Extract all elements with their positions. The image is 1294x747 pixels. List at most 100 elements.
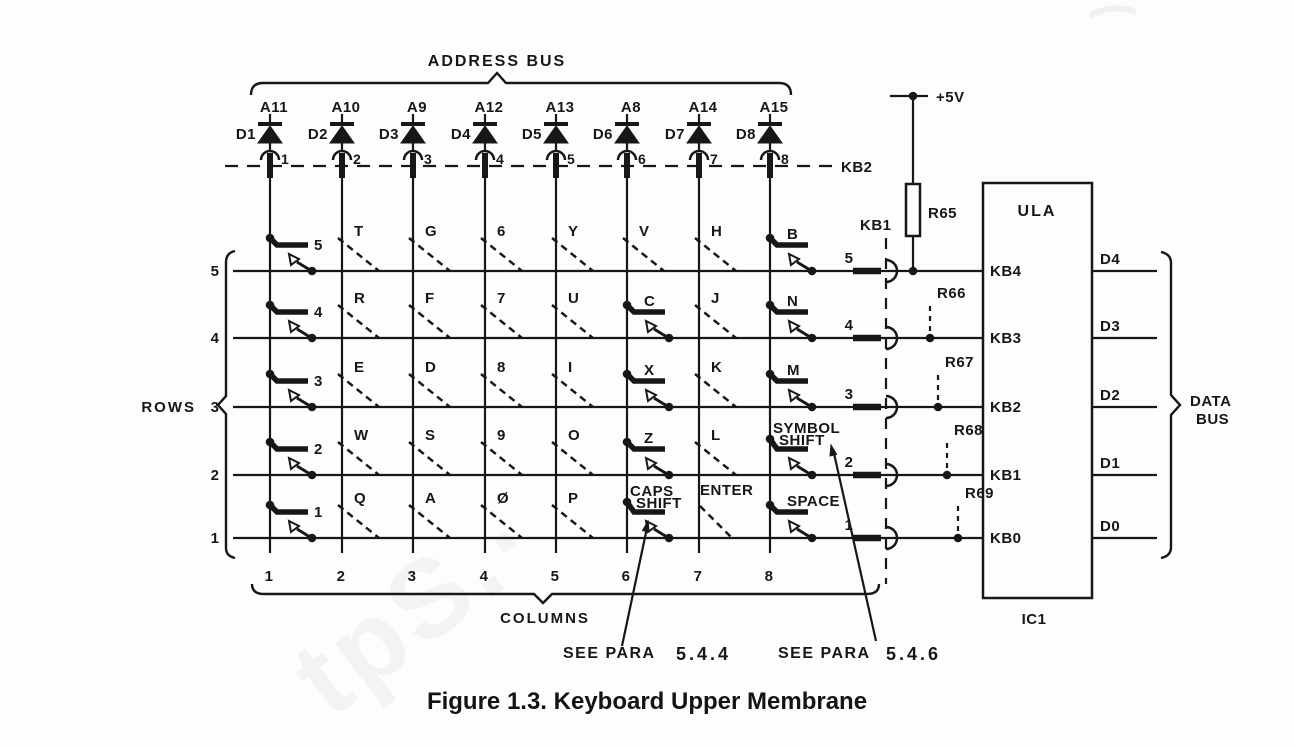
diode-D5 — [543, 125, 569, 144]
diode-D3 — [400, 125, 426, 144]
switch-contact-dot — [664, 333, 674, 343]
kb2-label: KB2 — [841, 159, 873, 176]
kb-line-junction — [925, 333, 935, 343]
key-label-Ø: Ø — [497, 490, 509, 507]
key-label-2: 2 — [314, 441, 323, 458]
switch-contact-dot — [664, 402, 674, 412]
key-label-E: E — [354, 359, 365, 376]
switch-wiper-3 — [287, 388, 301, 403]
key-switch-H — [694, 237, 737, 272]
key-label-6: 6 — [497, 223, 506, 240]
key-label-B: B — [787, 226, 798, 243]
connector-pin-3: 3 — [424, 151, 432, 167]
address-line-A15: A15 — [759, 99, 788, 116]
resistor-ref-R67: R67 — [945, 354, 974, 371]
address-line-A9: A9 — [407, 99, 427, 116]
membrane-connector-arc — [331, 149, 353, 161]
kb-line-junction — [942, 470, 952, 480]
key-label-W: W — [354, 427, 369, 444]
switch-wiper-X — [644, 388, 658, 403]
switch-wiper-arm — [653, 327, 668, 339]
column-number-8: 8 — [765, 568, 774, 585]
see-para-text: SEE PARA — [778, 645, 871, 662]
row-connector-number-1: 1 — [845, 517, 854, 534]
key-switch-bar-4 — [268, 303, 308, 315]
switch-contact-dot — [307, 266, 317, 276]
key-switch-S — [408, 441, 451, 476]
key-switch-F — [408, 304, 451, 339]
row-connector-arc — [885, 394, 899, 420]
key-label-8: 8 — [497, 359, 506, 376]
diode-D4 — [472, 125, 498, 144]
address-line-A13: A13 — [545, 99, 574, 116]
connector-pin-7: 7 — [710, 151, 718, 167]
switch-wiper-arm — [296, 260, 311, 272]
switch-wiper-arm — [796, 396, 811, 408]
switch-wiper-2 — [287, 456, 301, 471]
data-bus-brace — [1160, 250, 1182, 560]
address-line-A11: A11 — [260, 99, 288, 116]
switch-wiper-1 — [287, 519, 301, 534]
connector-pin-6: 6 — [638, 151, 646, 167]
switch-wiper-arm — [296, 327, 311, 339]
row-number-left-2: 2 — [211, 467, 220, 484]
switch-contact-dot — [807, 470, 817, 480]
key-label-H: H — [711, 223, 722, 240]
switch-wiper-arm — [653, 527, 668, 539]
key-label-P: P — [568, 490, 579, 507]
membrane-connector-arc — [402, 149, 424, 161]
diode-ref-D5: D5 — [522, 126, 542, 143]
key-label-4: 4 — [314, 304, 323, 321]
address-line-A14: A14 — [688, 99, 717, 116]
diode-ref-D8: D8 — [736, 126, 756, 143]
switch-wiper-arm — [296, 527, 311, 539]
diode-ref-D3: D3 — [379, 126, 399, 143]
key-switch-6 — [480, 237, 523, 272]
ula-input-KB1: KB1 — [990, 467, 1022, 484]
key-switch-8 — [480, 373, 523, 408]
key-label-5: 5 — [314, 237, 323, 254]
leader-line — [831, 448, 878, 642]
resistor-ref-R65: R65 — [928, 205, 957, 222]
switch-wiper-arm — [796, 527, 811, 539]
figure-caption: Figure 1.3. Keyboard Upper Membrane — [426, 688, 868, 715]
diode-D1 — [257, 125, 283, 144]
key-label-M: M — [787, 362, 800, 379]
connector-pin-1: 1 — [281, 151, 289, 167]
switch-wiper-arm — [296, 464, 311, 476]
address-line-A12: A12 — [474, 99, 503, 116]
diode-ref-D6: D6 — [593, 126, 613, 143]
switch-wiper-C — [644, 319, 658, 334]
diode-ref-D2: D2 — [308, 126, 328, 143]
key-label-U: U — [568, 290, 579, 307]
key-switch-T — [337, 237, 380, 272]
key-label-N: N — [787, 293, 798, 310]
rows-brace — [216, 249, 236, 560]
switch-contact-dot — [307, 533, 317, 543]
column-number-7: 7 — [694, 568, 703, 585]
row-number-left-3: 3 — [211, 399, 220, 416]
ula-input-KB2: KB2 — [990, 399, 1022, 416]
key-switch-ENTER — [699, 505, 733, 539]
key-switch-K — [694, 373, 737, 408]
resistor-body-R65 — [904, 182, 922, 238]
row-connector-number-2: 2 — [845, 454, 854, 471]
switch-wiper-SYMBOL-SHIFT — [787, 456, 801, 471]
key-label-X: X — [644, 362, 655, 379]
resistor-ref-R68: R68 — [954, 422, 983, 439]
key-label-D: D — [425, 359, 436, 376]
switch-wiper-4 — [287, 319, 301, 334]
key-label-C: C — [644, 293, 655, 310]
key-switch-U — [551, 304, 594, 339]
rows-label: ROWS — [141, 399, 196, 416]
key-switch-bar-1 — [268, 503, 308, 515]
switch-wiper-B — [787, 252, 801, 267]
switch-wiper-arm — [653, 464, 668, 476]
switch-contact-dot — [664, 470, 674, 480]
row-number-left-5: 5 — [211, 263, 220, 280]
ula-ref: IC1 — [1022, 611, 1047, 628]
key-switch-J — [694, 304, 737, 339]
key-label-Y: Y — [568, 223, 579, 240]
key-switch-bar-C — [625, 303, 665, 315]
